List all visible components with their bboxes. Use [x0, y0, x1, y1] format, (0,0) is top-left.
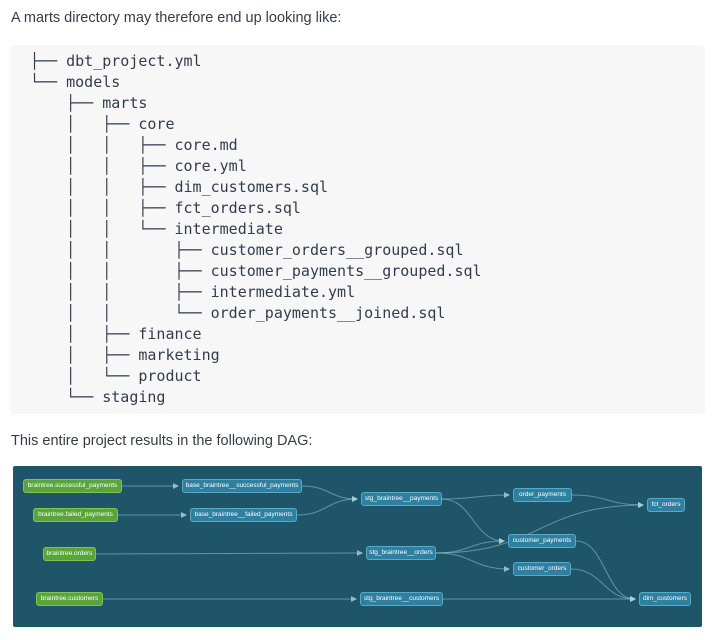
dag-node-customer_orders[interactable]: customer_orders: [513, 562, 571, 576]
dag-node-base_failed[interactable]: base_braintree__failed_payments: [190, 508, 297, 522]
dag-edge-stg_payments-customer_payments: [441, 498, 505, 544]
directory-tree: ├── dbt_project.yml └── models ├── marts…: [30, 52, 482, 406]
dag-edge-order_payments-fct_orders: [571, 494, 644, 508]
dag-node-dim_customers[interactable]: dim_customers: [639, 592, 691, 606]
dag-edge-stg_orders-customer_orders: [435, 552, 510, 572]
dag-canvas: braintree.successful_payments braintree.f…: [13, 466, 702, 627]
dag-node-customer_payments[interactable]: customer_payments: [508, 534, 576, 548]
dag-edge-customer_orders-dim_customers: [570, 568, 636, 602]
dag-node-order_payments[interactable]: order_payments: [513, 488, 572, 502]
directory-tree-block: ├── dbt_project.yml └── models ├── marts…: [10, 45, 705, 414]
dag-node-base_successful[interactable]: base_braintree__successful_payments: [182, 479, 302, 493]
dag-node-src_customers[interactable]: braintree.customers: [36, 592, 103, 606]
dag-node-src_orders[interactable]: braintree.orders: [43, 547, 96, 561]
dag-edge-base_successful-stg_payments: [301, 485, 358, 502]
dag-node-stg_orders[interactable]: stg_braintree__orders: [366, 546, 436, 560]
dag-edge-stg_payments-order_payments: [441, 492, 510, 500]
dag-edge-src_orders-stg_orders: [95, 550, 363, 557]
dag-node-src_successful[interactable]: braintree.successful_payments: [23, 479, 122, 493]
dag-edge-base_failed-stg_payments: [296, 496, 358, 516]
intro-text: A marts directory may therefore end up l…: [11, 10, 342, 26]
dag-node-src_failed[interactable]: braintree.failed_payments: [33, 508, 118, 522]
dag-node-stg_customers[interactable]: stg_braintree__customers: [360, 592, 443, 606]
dag-node-stg_payments[interactable]: stg_braintree__payments: [361, 492, 442, 506]
dag-caption: This entire project results in the follo…: [11, 433, 313, 449]
dag-edges: [95, 483, 644, 602]
dag-edge-stg_orders-fct_orders: [435, 502, 644, 554]
dag-node-fct_orders[interactable]: fct_orders: [647, 498, 685, 512]
dag-edge-customer_payments-dim_customers: [575, 540, 636, 602]
